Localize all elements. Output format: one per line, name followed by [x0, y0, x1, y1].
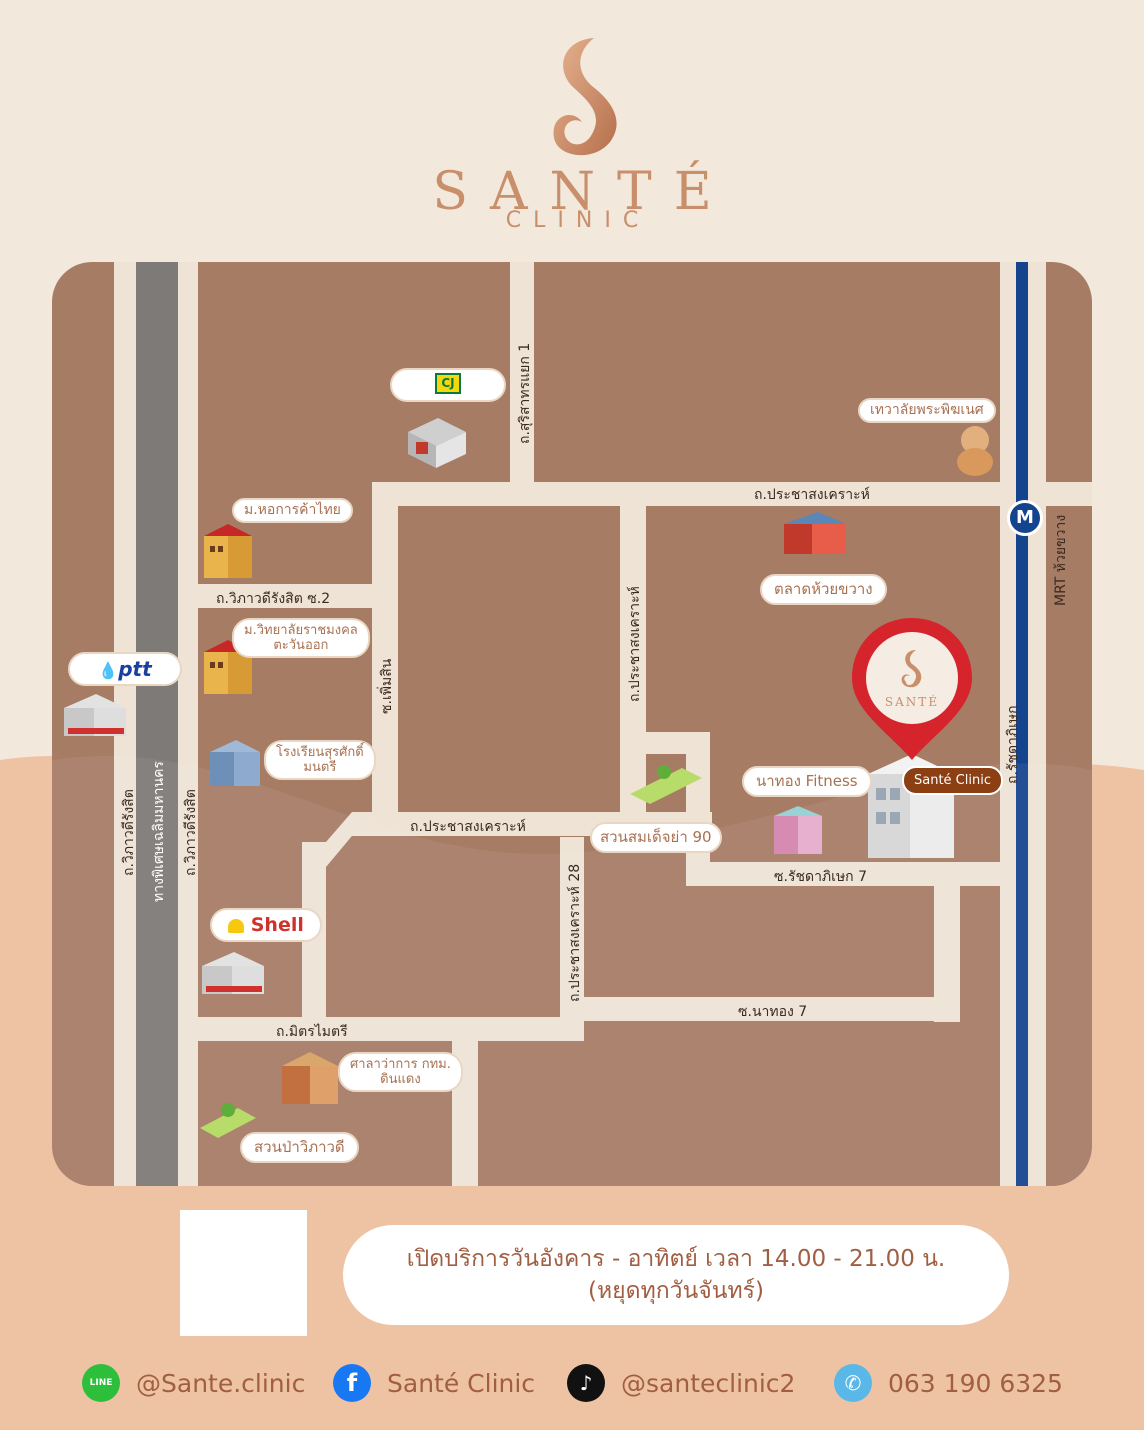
park-90-label: สวนสมเด็จย่า 90 — [590, 822, 722, 853]
phone-number: 063 190 6325 — [888, 1368, 1063, 1398]
opening-hours-line2: (หยุดทุกวันจันทร์) — [588, 1278, 764, 1304]
cj-store-label: CJ — [390, 368, 506, 402]
label-expressway: ทางพิเศษเฉลิมมหานคร — [151, 761, 167, 902]
label-vibhavadi-soi2: ถ.วิภาวดีรังสิต ซ.2 — [216, 591, 331, 607]
road-surisak-1 — [510, 262, 534, 482]
ganesh-shrine-icon — [957, 426, 993, 476]
huaykwang-market-icon — [784, 512, 846, 554]
park-90-icon — [630, 765, 702, 804]
ganesh-shrine-label: เทวาลัยพระพิฆเนศ — [858, 398, 996, 423]
opening-hours-card: เปิดบริการวันอังคาร - อาทิตย์ เวลา 14.00… — [343, 1225, 1009, 1325]
svg-text:SANTÉ: SANTÉ — [885, 694, 939, 709]
road-pracha-28 — [560, 837, 584, 1022]
road-nathong-link — [686, 732, 710, 886]
ptt-drop-icon: 💧 — [98, 661, 119, 680]
tiktok-icon: ♪ — [567, 1364, 605, 1402]
school-label: โรงเรียนสุรศักดิ์ มนตรี — [264, 740, 376, 780]
rajamangala-building-icon — [204, 640, 252, 694]
label-mitmaitri: ถ.มิตรไมตรี — [276, 1024, 348, 1040]
nathong-fitness-icon — [774, 806, 822, 854]
clinic-label: Santé Clinic — [902, 766, 1003, 795]
district-office-label: ศาลาว่าการ กทม. ดินแดง — [338, 1052, 463, 1092]
facebook-handle: Santé Clinic — [387, 1368, 536, 1398]
road-phoemsin — [372, 482, 398, 812]
brand-header: SANTÉ CLINIC — [0, 20, 1144, 250]
label-rat-soi7: ซ.รัชดาภิเษก 7 — [774, 869, 868, 885]
label-pracha-vertical: ถ.ประชาสงเคราะห์ — [627, 586, 643, 702]
road-pracha-top — [372, 482, 1092, 506]
road-rat-soi7 — [686, 862, 1000, 886]
sante-logo-icon — [553, 38, 617, 156]
huaykwang-market-label: ตลาดห้วยขวาง — [760, 574, 887, 605]
shell-logo-icon — [228, 918, 245, 933]
cj-store-icon — [408, 418, 466, 468]
line-handle: @Sante.clinic — [136, 1368, 306, 1398]
shell-station-icon — [202, 952, 264, 994]
shell-label: Shell — [210, 908, 322, 942]
vibhavadi-park-label: สวนป่าวิภาวดี — [240, 1132, 359, 1163]
vibhavadi-park-icon — [200, 1103, 256, 1138]
brand-name: SANTÉ — [432, 162, 734, 222]
rajamangala-label: ม.วิทยาลัยราชมงคล ตะวันออก — [232, 618, 370, 658]
mrt-station-icon: M — [1007, 500, 1043, 536]
district-office-icon — [282, 1052, 338, 1104]
clinic-building-icon — [868, 754, 954, 858]
nathong-fitness-label: นาทอง Fitness — [742, 766, 872, 797]
label-soi-phoemsin: ซ.เพิ่มสิน — [379, 658, 395, 714]
location-map: ถ.วิภาวดีรังสิต ทางพิเศษเฉลิมมหานคร ถ.วิ… — [52, 262, 1092, 1186]
road-vibhavadi-soi2 — [198, 584, 374, 608]
facebook-contact[interactable]: f Santé Clinic — [333, 1362, 535, 1404]
brand-subtitle: CLINIC — [505, 208, 651, 233]
road-side-small — [452, 1022, 478, 1186]
road-soi-right — [934, 862, 960, 1022]
clinic-location-pin-icon: SANTÉ — [852, 618, 972, 760]
road-park-connector — [646, 732, 710, 754]
mrt-line — [1016, 262, 1028, 1186]
tiktok-handle: @santeclinic2 — [621, 1368, 796, 1398]
label-ratchada: ถ.รัชดาภิเษก — [1005, 705, 1021, 784]
label-surisak-1: ถ.สุริสาทรแยก 1 — [517, 342, 533, 444]
road-mitmaitri — [198, 1017, 584, 1041]
thai-chamber-label: ม.หอการค้าไทย — [232, 498, 353, 523]
ptt-station-icon — [64, 694, 126, 736]
label-pracha-28: ถ.ประชาสงเคราะห์ 28 — [567, 863, 583, 1002]
opening-hours-line1: เปิดบริการวันอังคาร - อาทิตย์ เวลา 14.00… — [406, 1246, 946, 1272]
school-building-icon — [210, 740, 260, 786]
phone-contact[interactable]: ✆ 063 190 6325 — [834, 1362, 1063, 1404]
line-contact[interactable]: LINE @Sante.clinic — [82, 1362, 305, 1404]
facebook-icon: f — [333, 1364, 371, 1402]
road-pracha-vertical — [620, 482, 646, 812]
label-pracha-top: ถ.ประชาสงเคราะห์ — [754, 487, 870, 503]
road-vibhavadi-inner — [178, 262, 198, 1186]
tiktok-contact[interactable]: ♪ @santeclinic2 — [567, 1362, 795, 1404]
label-nathong-soi7: ซ.นาทอง 7 — [738, 1004, 808, 1020]
label-vibhavadi-inner: ถ.วิภาวดีรังสิต — [183, 789, 199, 876]
thai-chamber-building-icon — [204, 524, 252, 578]
ptt-label: 💧ptt — [68, 652, 182, 686]
line-icon: LINE — [82, 1364, 120, 1402]
label-pracha-mid: ถ.ประชาสงเคราะห์ — [410, 819, 526, 835]
road-diagonal — [326, 812, 372, 867]
qr-code-placeholder — [180, 1210, 307, 1336]
phone-icon: ✆ — [834, 1364, 872, 1402]
label-mrt: MRT ห้วยขวาง — [1053, 514, 1069, 606]
road-nathong-soi7 — [584, 997, 960, 1021]
expressway-road — [136, 262, 178, 1186]
map-base — [52, 262, 1092, 1186]
label-vibhavadi-outer: ถ.วิภาวดีรังสิต — [121, 789, 137, 876]
